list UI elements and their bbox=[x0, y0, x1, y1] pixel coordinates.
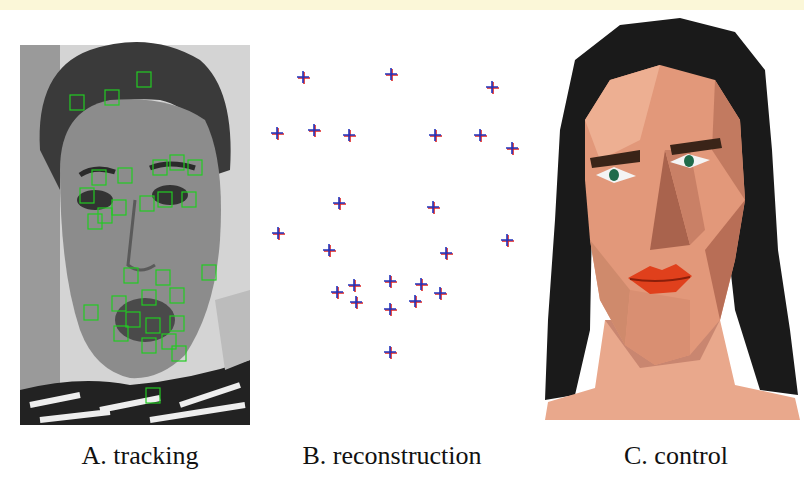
tracking-box bbox=[84, 305, 98, 320]
panel-caption: A. tracking bbox=[82, 440, 199, 471]
top-strip bbox=[0, 0, 804, 10]
tracking-box bbox=[98, 208, 112, 223]
tracking-box bbox=[162, 334, 176, 349]
tracking-boxes bbox=[70, 72, 216, 403]
tracking-box bbox=[153, 160, 167, 175]
tracking-box bbox=[172, 346, 186, 361]
tracking-box bbox=[92, 170, 106, 185]
tracking-box bbox=[170, 155, 184, 170]
tracking-box bbox=[126, 312, 140, 327]
panel-caption: C. control bbox=[624, 440, 728, 471]
tracking-box bbox=[124, 268, 138, 283]
tracking-box bbox=[140, 196, 154, 211]
tracking-box bbox=[170, 316, 184, 331]
tracking-box bbox=[118, 168, 132, 183]
tracking-box bbox=[112, 296, 126, 311]
tracking-box bbox=[70, 95, 84, 110]
tracking-box bbox=[202, 265, 216, 280]
tracking-photo bbox=[20, 42, 250, 425]
reconstruction-crosses bbox=[271, 68, 519, 359]
tracking-box bbox=[114, 326, 128, 341]
tracking-box bbox=[182, 192, 196, 207]
tracking-box bbox=[105, 90, 119, 105]
tracking-box bbox=[88, 214, 102, 229]
tracking-box bbox=[112, 200, 126, 215]
tracking-box bbox=[146, 388, 160, 403]
cross-marks bbox=[271, 68, 518, 358]
panel-caption: B. reconstruction bbox=[302, 440, 481, 471]
tracking-box bbox=[80, 188, 94, 203]
tracking-box bbox=[158, 192, 172, 207]
tracking-box bbox=[188, 160, 202, 175]
avatar-face bbox=[545, 18, 800, 420]
tracking-box bbox=[142, 290, 156, 305]
tracking-box bbox=[137, 72, 151, 87]
tracking-box bbox=[142, 338, 156, 353]
cross-marks bbox=[272, 69, 519, 359]
tracking-box bbox=[146, 318, 160, 333]
tracking-box bbox=[170, 288, 184, 303]
tracking-box bbox=[156, 270, 170, 285]
